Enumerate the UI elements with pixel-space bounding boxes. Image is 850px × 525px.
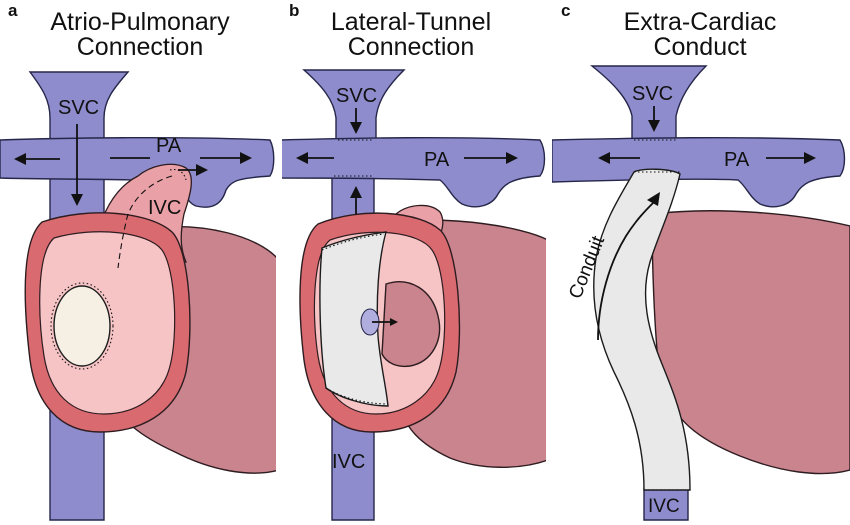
panel-letter-c: c: [561, 1, 570, 20]
fenestration-arrow-b: [372, 318, 398, 326]
label-ivc-a: IVC: [148, 197, 181, 219]
panel-title-a-line1: Atrio-Pulmonary: [50, 8, 230, 36]
valve-dome-b: [381, 281, 441, 368]
flow-arrow-pa-right-a: [110, 152, 252, 164]
panel-c: SVC PA IVC Conduit: [551, 65, 850, 521]
flow-arrow-pa-right-b: [464, 152, 518, 164]
label-ivc-c: IVC: [648, 496, 680, 517]
flow-arrow-svc-down-a: [71, 124, 83, 206]
flow-arrow-ivc-a: [178, 164, 208, 176]
label-svc-c: SVC: [632, 83, 673, 105]
pulmonary-artery-b: [280, 136, 546, 208]
panel-letter-b: b: [289, 1, 299, 20]
flow-arrow-svc-down-b: [350, 108, 362, 134]
label-pa-c: PA: [724, 149, 750, 171]
flow-arrow-pa-left-b: [296, 152, 334, 164]
ventricle-c: [651, 210, 850, 475]
ivc-path-dashed-a: [117, 175, 173, 269]
panel-title-b-line2: Connection: [348, 33, 474, 61]
panel-letter-a: a: [8, 1, 18, 20]
flow-arrow-pa-left-c: [598, 152, 640, 164]
panel-title-a-line2: Connection: [77, 33, 203, 61]
panel-b: SVC PA IVC: [280, 69, 548, 521]
flow-arrow-conduit-c: [597, 192, 660, 341]
label-svc-b: SVC: [336, 85, 377, 107]
panel-title-c-line2: Conduct: [653, 33, 746, 61]
flow-arrow-ivc-up-b: [350, 186, 362, 214]
label-pa-b: PA: [424, 149, 450, 171]
flow-arrow-pa-right-c: [766, 152, 816, 164]
label-svc-a: SVC: [58, 97, 99, 119]
pulmonary-artery-c: [551, 136, 846, 208]
label-ivc-b: IVC: [332, 451, 365, 473]
label-pa-a: PA: [156, 135, 182, 157]
patch-suture-a: [50, 282, 114, 370]
panel-a: SVC PA IVC: [0, 71, 279, 521]
flow-arrow-svc-down-c: [648, 106, 660, 132]
septal-patch-a: [53, 285, 111, 367]
lateral-tunnel-baffle-b: [319, 231, 389, 407]
panel-title-c-line1: Extra-Cardiac: [624, 8, 777, 36]
panel-title-b-line1: Lateral-Tunnel: [331, 8, 491, 36]
flow-arrow-pa-left-a: [14, 153, 60, 165]
